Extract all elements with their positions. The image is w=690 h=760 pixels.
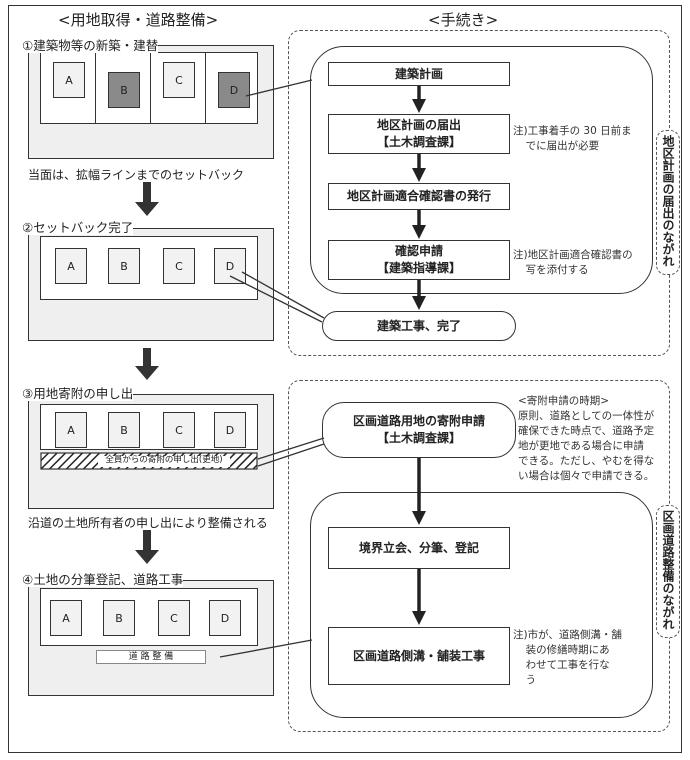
donation-strip-label: 全員からの寄附の申し出(更地) xyxy=(105,455,223,465)
lot-divider xyxy=(205,52,206,124)
step4-label: ④土地の分筆登記、道路工事 xyxy=(22,572,184,587)
lot-b: B xyxy=(108,412,140,448)
lot-a: A xyxy=(50,600,82,636)
note-attach-certificate: 注)地区計画適合確認書の写を添付する xyxy=(513,249,633,276)
diagram-frame xyxy=(8,5,682,753)
top-flow-tag: 地区計画の届出のながれ xyxy=(656,130,680,275)
lot-c: C xyxy=(163,62,195,98)
step1-label: ①建築物等の新築・建替 xyxy=(22,38,159,53)
flow-box-donation-application: 区画道路用地の寄附申請【土木調査課】 xyxy=(322,402,516,458)
note-notice-deadline: 注)工事着手の 30 日前までに届出が必要 xyxy=(513,125,632,152)
lot-b-building: B xyxy=(108,72,140,108)
flow-box-road-paving: 区画道路側溝・舗装工事 xyxy=(328,627,510,685)
left-down-arrows xyxy=(135,182,159,564)
note-donation-timing: <寄附申請の時期> 原則、道路としての一体性が 確保できた時点で、道路予定 地が… xyxy=(518,395,655,482)
lot-c: C xyxy=(163,412,195,448)
step2-label: ②セットバック完了 xyxy=(22,220,134,235)
connector-lines xyxy=(219,79,325,658)
lot-d: D xyxy=(214,248,246,284)
flow-box-construction-complete: 建築工事、完了 xyxy=(322,311,516,341)
flow-box-conformity-certificate: 地区計画適合確認書の発行 xyxy=(328,183,510,210)
lot-c: C xyxy=(163,248,195,284)
right-header: <手続き> xyxy=(428,11,499,29)
note-city-construction: 注)市が、道路側溝・舗 装の修繕時期にあ わせて工事を行な う xyxy=(513,629,622,686)
flow-box-confirmation-application: 確認申請【建築指導課】 xyxy=(328,240,510,280)
lot-d: D xyxy=(214,412,246,448)
lot-a: A xyxy=(53,62,85,98)
bottom-flow-tag: 区画道路整備のながれ xyxy=(656,505,680,638)
left-header: <用地取得・道路整備> xyxy=(58,11,219,29)
lot-a: A xyxy=(55,412,87,448)
flow-box-boundary-registration: 境界立会、分筆、登記 xyxy=(328,527,510,569)
flow-box-district-plan-notice: 地区計画の届出【土木調査課】 xyxy=(328,114,510,154)
lot-d-building: D xyxy=(218,72,250,108)
lot-divider xyxy=(95,52,96,124)
road-label: 道 路 整 備 xyxy=(96,650,206,664)
lot-b: B xyxy=(108,248,140,284)
lot-divider xyxy=(150,52,151,124)
step3-caption: 沿道の土地所有者の申し出により整備される xyxy=(28,516,268,530)
lot-a: A xyxy=(55,248,87,284)
lot-d: D xyxy=(209,600,241,636)
step3-label: ③用地寄附の申し出 xyxy=(22,386,134,401)
flow-box-building-plan: 建築計画 xyxy=(328,62,510,86)
donation-strip xyxy=(40,452,258,470)
lot-b: B xyxy=(103,600,135,636)
lot-c: C xyxy=(158,600,190,636)
step1-caption: 当面は、拡幅ラインまでのセットバック xyxy=(28,168,245,182)
